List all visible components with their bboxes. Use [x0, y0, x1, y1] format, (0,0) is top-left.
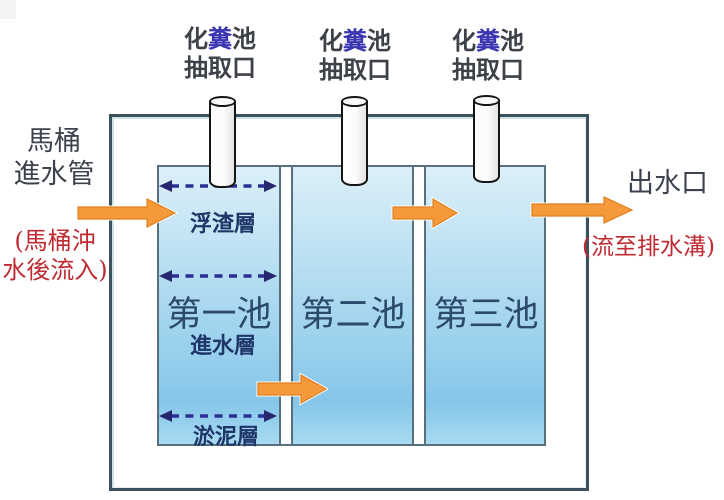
- image-corner-artifact: [0, 0, 16, 19]
- pipe-body: [341, 101, 368, 186]
- extraction-port-label-line2: 抽取口: [319, 54, 391, 84]
- chamber-3-label: 第三池: [433, 295, 539, 335]
- tank-interior: [157, 165, 546, 446]
- extraction-port-label-line1: 化糞池: [184, 24, 256, 53]
- pipe-opening: [341, 96, 368, 107]
- extraction-port-label-1: 化糞池 抽取口: [160, 24, 280, 83]
- extraction-port-label-line1: 化糞池: [452, 26, 524, 55]
- sludge-layer-label: 淤泥層: [192, 424, 260, 450]
- extraction-pipe-1: [209, 96, 236, 188]
- inflow-layer-label: 進水層: [189, 333, 257, 359]
- chamber-divider-2: [412, 167, 426, 444]
- chamber-1-label: 第一池: [166, 295, 272, 335]
- chamber1-to-chamber2-flow-arrow-icon: [256, 372, 328, 406]
- extraction-port-label-line2: 抽取口: [184, 52, 256, 82]
- extraction-port-label-3: 化糞池 抽取口: [428, 26, 548, 85]
- outlet-note: (流至排水溝): [582, 234, 715, 260]
- extraction-pipe-2: [341, 96, 368, 186]
- pipe-opening: [209, 96, 236, 107]
- pipe-body: [209, 101, 236, 188]
- inlet-flow-arrow-icon: [76, 196, 178, 230]
- toilet-inlet-pipe-label: 馬桶 進水管: [13, 126, 95, 190]
- chamber-2-label: 第二池: [300, 295, 406, 335]
- extraction-port-label-line1: 化糞池: [319, 26, 391, 55]
- sludge-layer-extent-arrow-icon: [159, 410, 277, 422]
- pipe-body: [473, 100, 500, 183]
- outlet-label: 出水口: [627, 168, 708, 199]
- extraction-port-label-line2: 抽取口: [452, 54, 524, 84]
- chamber2-to-chamber3-flow-arrow-icon: [391, 196, 459, 230]
- scum-layer-label: 浮渣層: [189, 211, 257, 237]
- chamber-divider-1: [279, 167, 293, 444]
- inflow-layer-extent-arrow-icon: [159, 270, 277, 282]
- extraction-port-label-2: 化糞池 抽取口: [295, 26, 415, 85]
- extraction-pipe-3: [473, 95, 500, 183]
- pipe-opening: [473, 95, 500, 106]
- toilet-inlet-note: (馬桶沖 水後流入): [2, 227, 108, 284]
- outlet-flow-arrow-icon: [530, 195, 634, 225]
